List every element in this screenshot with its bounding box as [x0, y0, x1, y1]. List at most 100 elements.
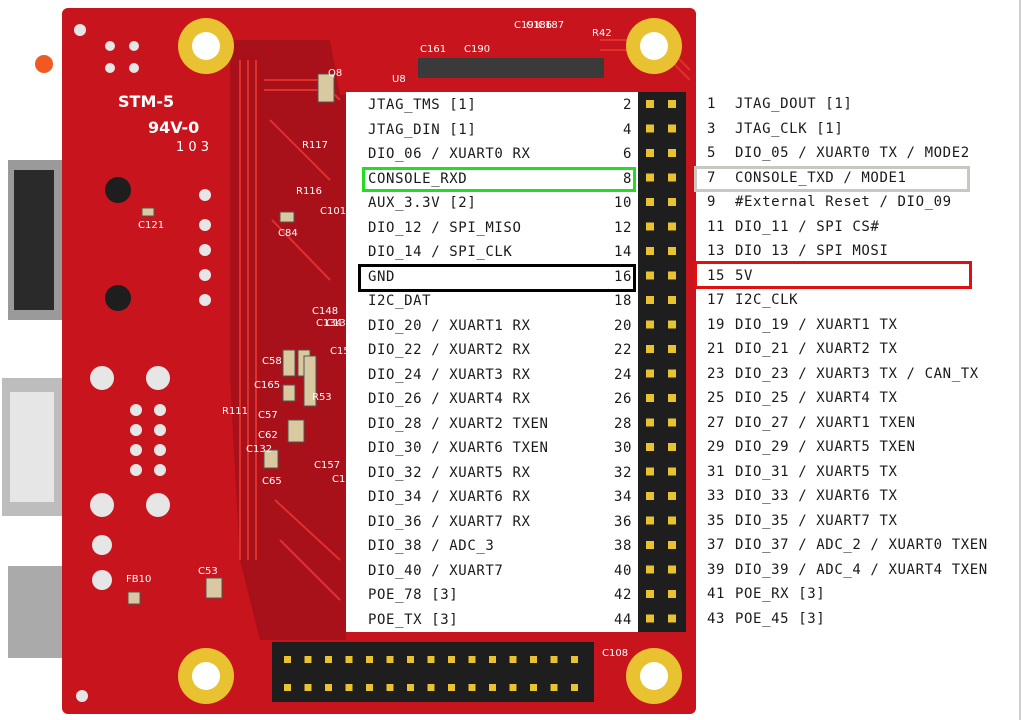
pin-number-15: 15	[707, 267, 726, 284]
header-pin	[668, 443, 676, 451]
pin-label-36: DIO_36 / XUART7 RX	[368, 513, 531, 530]
bottom-header-pin	[530, 684, 537, 691]
pin-number-13: 13	[707, 243, 726, 259]
bottom-pin-header	[272, 642, 594, 702]
bottom-header-pin	[509, 656, 517, 663]
bottom-header-pin	[571, 684, 578, 691]
pin-number-31: 31	[707, 463, 726, 480]
pin-label-6: DIO_06 / XUART0 RX	[368, 146, 531, 162]
pin-number-27: 27	[707, 414, 726, 431]
pin-label-28: DIO_28 / XUART2 TXEN	[368, 415, 549, 432]
pin-label-24: DIO_24 / XUART3 RX	[368, 366, 531, 383]
highlight-console-rxd	[362, 167, 636, 192]
header-pin	[668, 100, 676, 108]
pin-label-31: DIO_31 / XUART5 TX	[735, 463, 898, 480]
header-pin	[646, 541, 654, 549]
bottom-header-pin	[489, 656, 496, 663]
part-label: C190	[464, 44, 491, 55]
pin-label-29: DIO_29 / XUART5 TXEN	[735, 439, 916, 455]
bottom-header-pin	[407, 656, 414, 663]
header-pin	[646, 590, 654, 598]
header-pin	[668, 173, 676, 182]
pin-number-33: 33	[707, 488, 726, 504]
pin-label-18: I2C_DAT	[368, 293, 432, 309]
pin-label-1: JTAG_DOUT [1]	[735, 96, 853, 112]
part-label: C58	[262, 356, 282, 367]
part-label: R53	[312, 392, 332, 403]
pin-number-30: 30	[613, 440, 632, 456]
pin-number-29: 29	[707, 439, 726, 455]
pin-number-44: 44	[613, 611, 632, 628]
pin-number-34: 34	[613, 489, 632, 505]
header-pin	[646, 247, 654, 255]
header-pin	[646, 369, 654, 378]
pin-label-2: JTAG_TMS [1]	[368, 97, 477, 113]
pin-number-12: 12	[613, 219, 632, 236]
header-pin	[668, 516, 676, 525]
usb-port-inner	[10, 392, 54, 502]
pin-number-20: 20	[613, 317, 632, 334]
pin-number-2: 2	[622, 97, 632, 113]
header-pin	[668, 149, 676, 157]
pin-label-20: DIO_20 / XUART1 RX	[368, 317, 531, 334]
bottom-header-pin	[550, 656, 558, 663]
header-pin	[668, 467, 676, 476]
pin-number-23: 23	[707, 365, 726, 382]
pin-number-7: 7	[707, 169, 717, 186]
pin-label-23: DIO_23 / XUART3 TX / CAN_TX	[735, 365, 979, 382]
part-label: C65	[262, 476, 282, 487]
pin-label-32: DIO_32 / XUART5 RX	[368, 464, 531, 481]
pin-label-14: DIO_14 / SPI_CLK	[368, 244, 513, 260]
silkscreen-date-code: 1 0 3	[176, 140, 210, 155]
pin-label-7: CONSOLE_TXD / MODE1	[735, 169, 907, 186]
pin-number-8: 8	[622, 170, 632, 187]
pin-number-9: 9	[707, 194, 717, 210]
pin-label-3: JTAG_CLK [1]	[735, 120, 844, 137]
dc-jack	[8, 566, 64, 658]
header-pin	[646, 271, 654, 280]
pin-number-18: 18	[613, 293, 632, 309]
header-pin	[646, 100, 654, 108]
pin-label-15: 5V	[735, 267, 754, 284]
part-label: C121	[138, 220, 165, 231]
status-led	[35, 55, 53, 73]
bottom-header-pin	[427, 684, 435, 691]
bottom-header-pin	[427, 656, 435, 663]
pin-label-40: DIO_40 / XUART7	[368, 562, 504, 579]
part-label: C132	[246, 444, 273, 455]
bottom-header-pin	[325, 656, 332, 663]
pin-label-22: DIO_22 / XUART2 RX	[368, 342, 531, 358]
highlight-5v	[694, 261, 972, 289]
header-pin	[668, 296, 676, 304]
pin-number-26: 26	[613, 391, 632, 407]
pin-number-37: 37	[707, 537, 726, 553]
header-pin	[668, 124, 676, 133]
bottom-header-pin	[550, 684, 558, 691]
silkscreen-ul-rating: 94V-0	[148, 118, 200, 137]
header-pin	[668, 590, 676, 598]
pin-label-27: DIO_27 / XUART1 TXEN	[735, 414, 916, 431]
part-label: C57	[258, 410, 278, 421]
pin-number-43: 43	[707, 610, 726, 627]
pin-label-11: DIO_11 / SPI CS#	[735, 218, 880, 235]
pin-number-42: 42	[613, 587, 632, 603]
part-label: R116	[296, 186, 323, 197]
pin-number-28: 28	[613, 415, 632, 432]
part-label: R111	[222, 406, 249, 417]
pcb-vias	[74, 24, 211, 702]
bottom-header-pin	[304, 684, 312, 691]
pin-label-5: DIO_05 / XUART0 TX / MODE2	[735, 145, 970, 161]
pin-number-19: 19	[707, 316, 726, 333]
header-pin	[646, 149, 654, 157]
header-pin	[646, 173, 654, 182]
label-panel	[346, 92, 638, 632]
header-pin	[668, 345, 676, 353]
part-label: C134	[316, 318, 343, 329]
part-label: C165	[254, 380, 281, 391]
header-pin	[646, 492, 654, 500]
pin-label-4: JTAG_DIN [1]	[368, 121, 477, 138]
pin-number-3: 3	[707, 120, 717, 137]
header-pin	[646, 296, 654, 304]
connector-u8	[418, 58, 604, 78]
